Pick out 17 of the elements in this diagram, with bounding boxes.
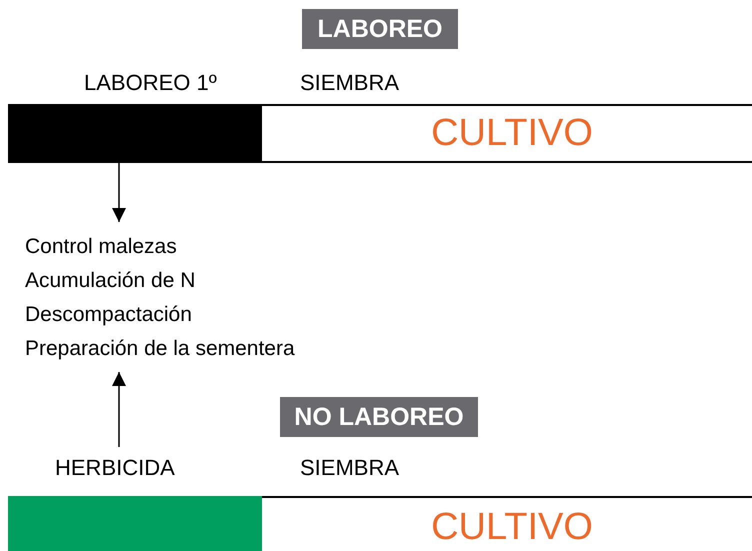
crop-band [262,104,752,163]
stage-label: LABOREO 1º [84,70,217,96]
practice-label: HERBICIDA [55,455,185,489]
effect-text: Control malezas [25,234,178,260]
title-badge: LABOREO [302,9,458,49]
title-badge: NO LABOREO [280,397,478,437]
arrow [112,163,126,222]
crop-label: CULTIVO [431,112,593,155]
arrow [112,372,126,447]
effect-text: Descompactación [25,302,193,328]
stage-label: SIEMBRA [300,70,400,96]
effect-text: Preparación de la sementera [25,336,296,362]
phase-bar [8,496,262,551]
effect-text: Acumulación de N [25,268,196,294]
crop-label: CULTIVO [431,506,593,548]
phase-bar [8,104,262,163]
stage-label: SIEMBRA [300,455,400,481]
